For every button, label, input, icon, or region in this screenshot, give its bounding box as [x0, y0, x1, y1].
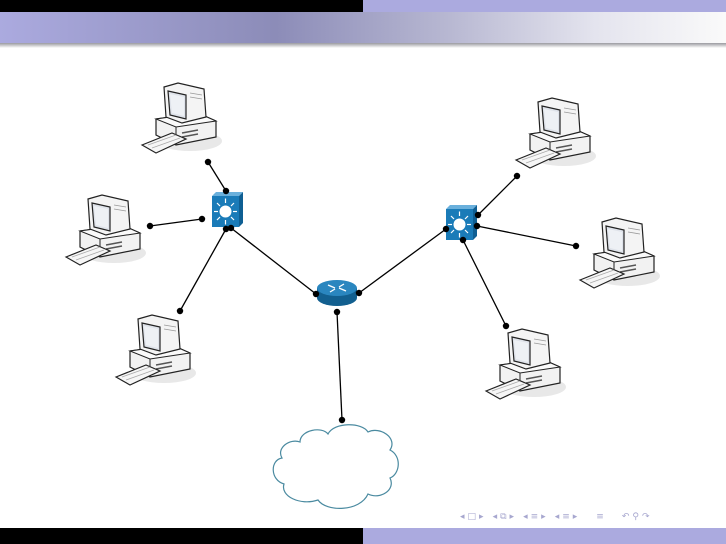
computer-left-bottom-icon [115, 314, 197, 386]
computer-right-bottom-icon [485, 328, 567, 400]
link-pc-left-mid-switch [149, 218, 203, 227]
toc-icon[interactable]: ≡ [596, 512, 604, 522]
internet-cloud-icon [272, 424, 399, 509]
next-part-icon[interactable]: ▸ [572, 512, 578, 522]
next-subsection-icon[interactable]: ▸ [509, 512, 515, 522]
back-icon[interactable]: ↶ [621, 512, 630, 522]
link-router-cloud [336, 311, 343, 421]
prev-subsection-icon[interactable]: ◂ [492, 512, 498, 522]
next-section-icon[interactable]: ▸ [541, 512, 546, 522]
link-switch-right-pc-top [477, 175, 518, 216]
computer-left-mid-icon [65, 194, 147, 266]
frame-icon[interactable]: □ [467, 512, 477, 522]
title-shadow [0, 43, 726, 48]
router-icon [317, 280, 357, 306]
link-pc-left-bottom-switch [179, 228, 227, 312]
link-switch-right-pc-bottom [462, 239, 507, 327]
link-router-switch-right [358, 228, 447, 294]
next-frame-icon[interactable]: ▸ [479, 512, 484, 522]
prev-section-icon[interactable]: ◂ [523, 512, 528, 522]
link-switch-right-pc-mid [476, 225, 577, 247]
header-light-segment [363, 0, 726, 12]
link-pc-left-top-switch [207, 161, 227, 192]
beamer-navigation: ◂ □ ▸ ◂ ⧉ ▸ ◂ ≡ ▸ ◂ ≡ ▸ ≡ ↶ ⚲ ↷ [460, 510, 653, 524]
top-header-bar [0, 0, 726, 12]
computer-right-mid-icon [579, 217, 661, 289]
computer-left-top-icon [141, 82, 223, 154]
link-switch-left-router [230, 227, 317, 295]
part-icon[interactable]: ≡ [562, 512, 570, 522]
subsection-icon[interactable]: ⧉ [500, 512, 507, 522]
layer3-switch-left-icon [211, 191, 244, 228]
prev-frame-icon[interactable]: ◂ [460, 512, 465, 522]
forward-icon[interactable]: ↷ [641, 512, 650, 522]
frame-title-bar [0, 12, 726, 43]
connection-dots [146, 158, 580, 424]
prev-part-icon[interactable]: ◂ [554, 512, 560, 522]
footer-light-segment [363, 528, 726, 544]
search-icon[interactable]: ⚲ [632, 512, 639, 522]
bottom-footer-bar [0, 528, 726, 544]
computer-right-top-icon [515, 97, 597, 169]
footer-dark-segment [0, 528, 363, 544]
links [149, 161, 577, 421]
header-dark-segment [0, 0, 363, 12]
layer3-switch-right-icon [445, 204, 478, 241]
section-icon[interactable]: ≡ [530, 512, 539, 522]
